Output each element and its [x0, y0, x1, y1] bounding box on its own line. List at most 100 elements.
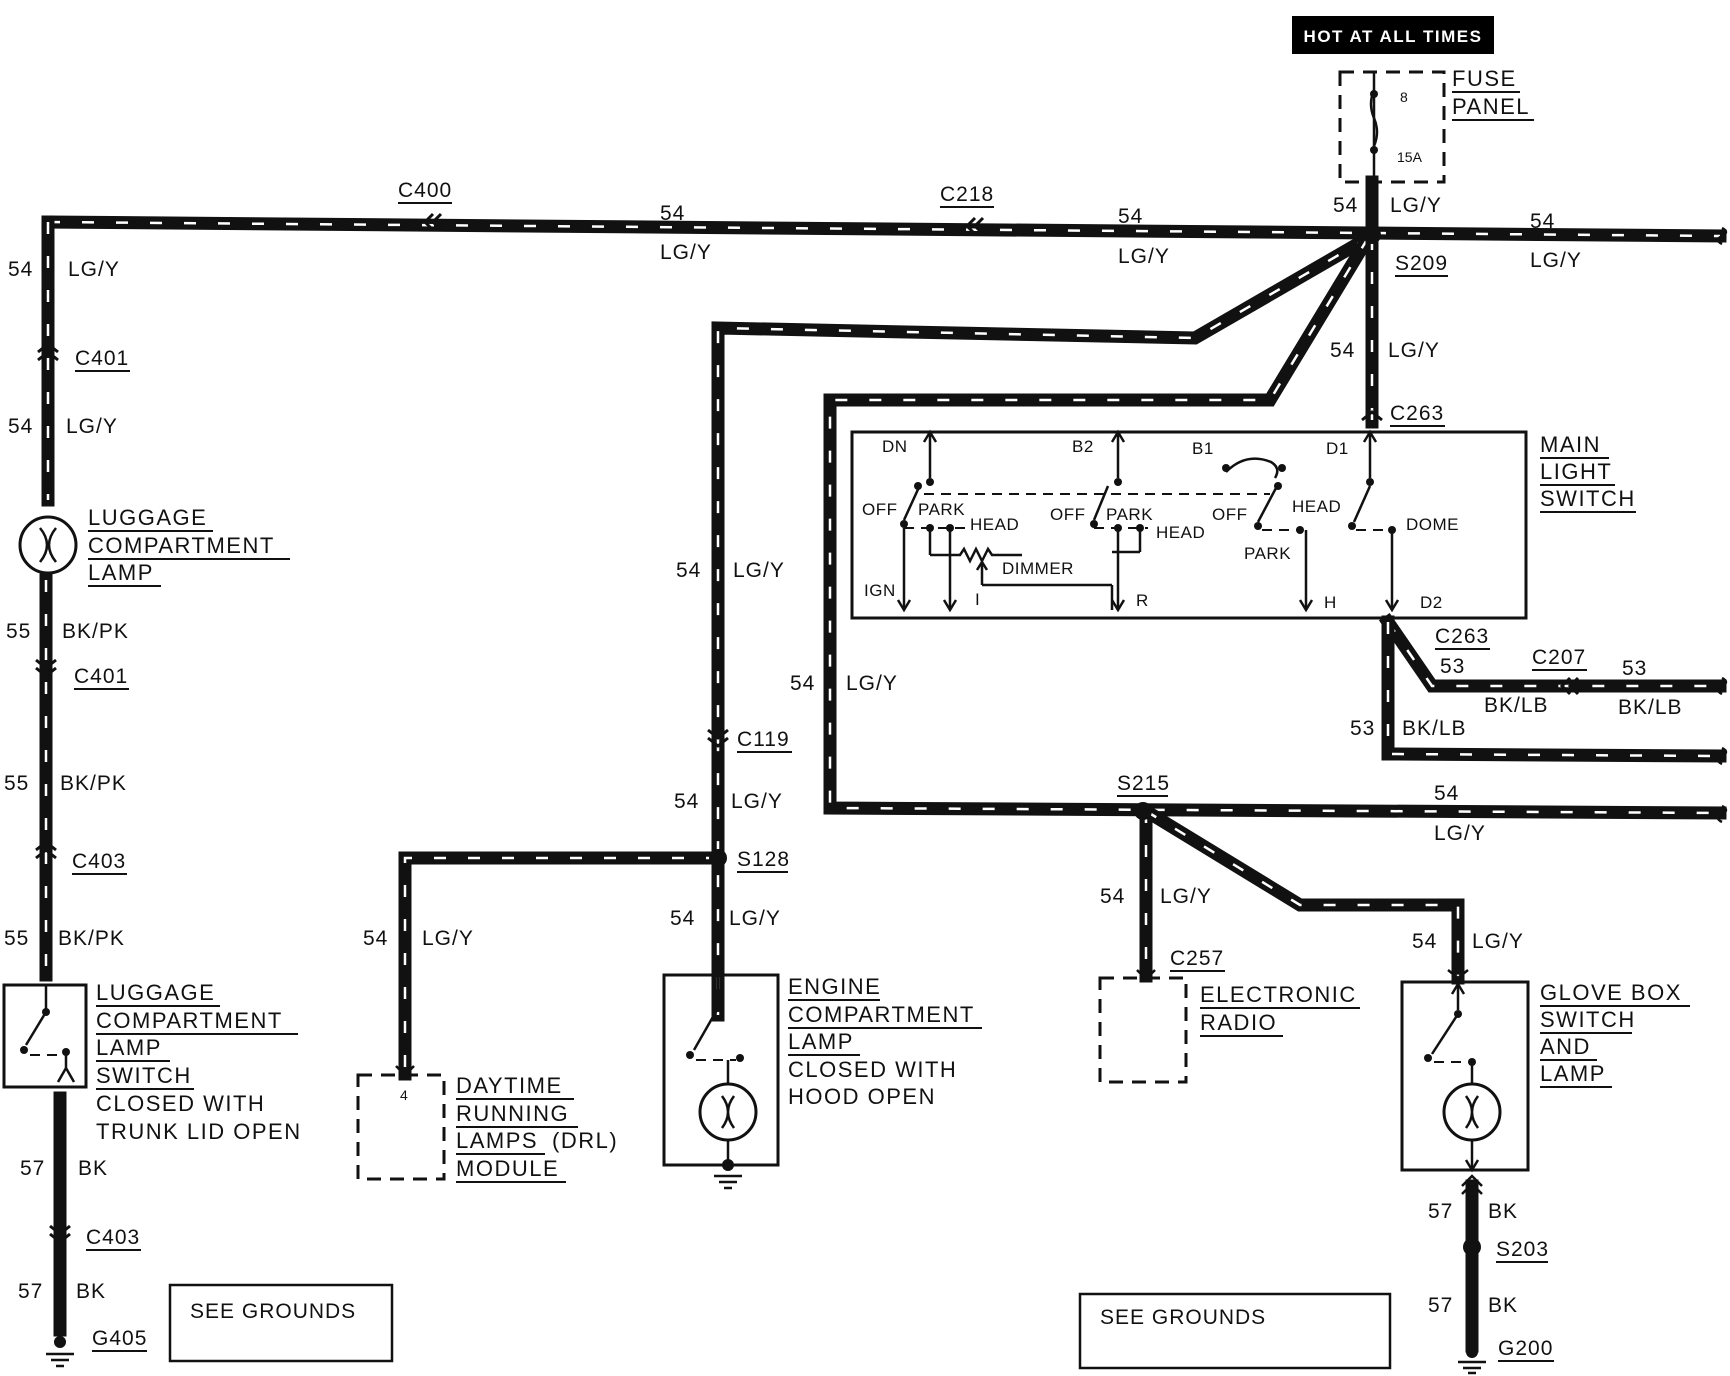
svg-text:GLOVE BOX: GLOVE BOX	[1540, 980, 1682, 1005]
svg-text:ENGINE: ENGINE	[788, 974, 881, 999]
svg-text:55: 55	[4, 927, 29, 950]
ground-g405-label: G405	[92, 1327, 147, 1350]
svg-text:LAMP: LAMP	[88, 560, 154, 585]
svg-text:LG/Y: LG/Y	[846, 672, 898, 695]
main-light-switch	[850, 429, 1528, 620]
svg-text:LG/Y: LG/Y	[660, 241, 712, 264]
luggage-lamp-label: LUGGAGE COMPARTMENT LAMP	[88, 505, 290, 587]
engine-lamp-label: ENGINE COMPARTMENT LAMP CLOSED WITH HOOD…	[788, 974, 982, 1109]
svg-text:LUGGAGE: LUGGAGE	[96, 980, 215, 1005]
splice-s215-label: S215	[1117, 772, 1170, 795]
electronic-radio	[1098, 969, 1188, 1084]
see-grounds-box-left	[168, 1283, 394, 1363]
splice-s128-dot	[709, 849, 727, 867]
svg-text:DOME: DOME	[1406, 515, 1459, 534]
svg-text:LUGGAGE: LUGGAGE	[88, 505, 207, 530]
connector-c263-bottom: C263	[1435, 625, 1489, 648]
radio-label: ELECTRONIC RADIO	[1200, 982, 1360, 1037]
svg-text:LG/Y: LG/Y	[1388, 339, 1440, 362]
splice-s209-label: S209	[1395, 252, 1448, 275]
svg-text:DIMMER: DIMMER	[1002, 559, 1074, 578]
glove-box-switch-and-lamp	[1400, 969, 1530, 1195]
svg-text:RADIO: RADIO	[1200, 1010, 1277, 1035]
svg-text:BK/PK: BK/PK	[62, 620, 129, 643]
splice-s209-dot	[1363, 226, 1381, 244]
svg-text:SWITCH: SWITCH	[96, 1063, 192, 1088]
splice-s203-label: S203	[1496, 1238, 1549, 1261]
bulb-icon	[1464, 1095, 1480, 1129]
bulb-icon	[720, 1095, 736, 1129]
svg-text:54: 54	[8, 258, 33, 281]
svg-text:54: 54	[676, 559, 701, 582]
svg-text:B1: B1	[1192, 439, 1214, 458]
svg-text:LG/Y: LG/Y	[731, 790, 783, 813]
svg-text:LG/Y: LG/Y	[1390, 194, 1442, 217]
connector-c263-top: C263	[1390, 402, 1444, 425]
svg-text:BK: BK	[1488, 1200, 1518, 1223]
svg-text:I: I	[975, 590, 980, 609]
svg-text:LG/Y: LG/Y	[422, 927, 474, 950]
svg-text:54: 54	[790, 672, 815, 695]
connector-c400: C400	[398, 179, 452, 202]
svg-text:54: 54	[1530, 210, 1555, 233]
svg-text:B2: B2	[1072, 437, 1094, 456]
splice-s203-dot	[1463, 1238, 1481, 1256]
svg-text:HEAD: HEAD	[1156, 523, 1205, 542]
svg-text:LG/Y: LG/Y	[1472, 930, 1524, 953]
svg-text:PARK: PARK	[918, 500, 965, 519]
connector-marks	[35, 212, 1580, 1244]
svg-text:OFF: OFF	[1050, 505, 1086, 524]
svg-text:BK: BK	[76, 1280, 106, 1303]
svg-text:CLOSED WITH: CLOSED WITH	[788, 1057, 957, 1082]
svg-text:54: 54	[1412, 930, 1437, 953]
connector-c403-top: C403	[72, 850, 126, 873]
svg-text:PARK: PARK	[1244, 544, 1291, 563]
svg-text:BK: BK	[78, 1157, 108, 1180]
connector-c257: C257	[1170, 947, 1224, 970]
svg-text:AND: AND	[1540, 1034, 1591, 1059]
svg-text:BK/LB: BK/LB	[1484, 694, 1549, 717]
svg-text:54: 54	[670, 907, 695, 930]
svg-text:MODULE: MODULE	[456, 1156, 559, 1181]
main-light-switch-label: MAIN LIGHT SWITCH	[1540, 432, 1636, 513]
svg-text:SWITCH: SWITCH	[1540, 486, 1636, 511]
luggage-compartment-lamp-switch	[2, 983, 88, 1089]
switch-contact-icon	[692, 1007, 720, 1051]
bulb-icon	[39, 527, 57, 563]
svg-text:HOOD OPEN: HOOD OPEN	[788, 1084, 936, 1109]
svg-text:ELECTRONIC: ELECTRONIC	[1200, 982, 1357, 1007]
svg-text:(DRL): (DRL)	[552, 1128, 618, 1153]
svg-text:57: 57	[18, 1280, 43, 1303]
dimmer-rheostat-icon	[930, 546, 1022, 564]
hot-at-all-times-badge	[1292, 16, 1494, 54]
svg-text:LAMP: LAMP	[788, 1029, 854, 1054]
drl-label: DAYTIME RUNNING LAMPS (DRL) MODULE	[456, 1073, 618, 1183]
svg-text:BK/PK: BK/PK	[60, 772, 127, 795]
svg-text:RUNNING: RUNNING	[456, 1101, 569, 1126]
svg-text:HEAD: HEAD	[1292, 497, 1341, 516]
svg-text:TRUNK LID OPEN: TRUNK LID OPEN	[96, 1119, 302, 1144]
svg-text:BK/PK: BK/PK	[58, 927, 125, 950]
svg-text:57: 57	[20, 1157, 45, 1180]
svg-text:57: 57	[1428, 1200, 1453, 1223]
svg-text:54: 54	[363, 927, 388, 950]
svg-text:LAMP: LAMP	[96, 1035, 162, 1060]
svg-text:54: 54	[660, 202, 685, 225]
svg-text:COMPARTMENT: COMPARTMENT	[88, 533, 275, 558]
svg-text:LG/Y: LG/Y	[1118, 245, 1170, 268]
svg-text:54: 54	[1100, 885, 1125, 908]
fuse-icon	[1369, 89, 1379, 147]
svg-text:54: 54	[1118, 205, 1143, 228]
svg-text:55: 55	[4, 772, 29, 795]
fuse-panel-label-2: PANEL	[1452, 94, 1530, 119]
ground-g200-label: G200	[1498, 1337, 1553, 1360]
svg-text:54: 54	[1330, 339, 1355, 362]
svg-text:LG/Y: LG/Y	[68, 258, 120, 281]
svg-text:54: 54	[1434, 782, 1459, 805]
switch-contact-icon	[1430, 1013, 1460, 1055]
svg-text:BK: BK	[1488, 1294, 1518, 1317]
connector-c403-bottom: C403	[86, 1226, 140, 1249]
wire-labels: 54 LG/Y 54 LG/Y 55 BK/PK 55 BK/PK 55 BK/…	[4, 194, 1682, 1317]
svg-text:HEAD: HEAD	[970, 515, 1019, 534]
connector-c218: C218	[940, 183, 994, 206]
